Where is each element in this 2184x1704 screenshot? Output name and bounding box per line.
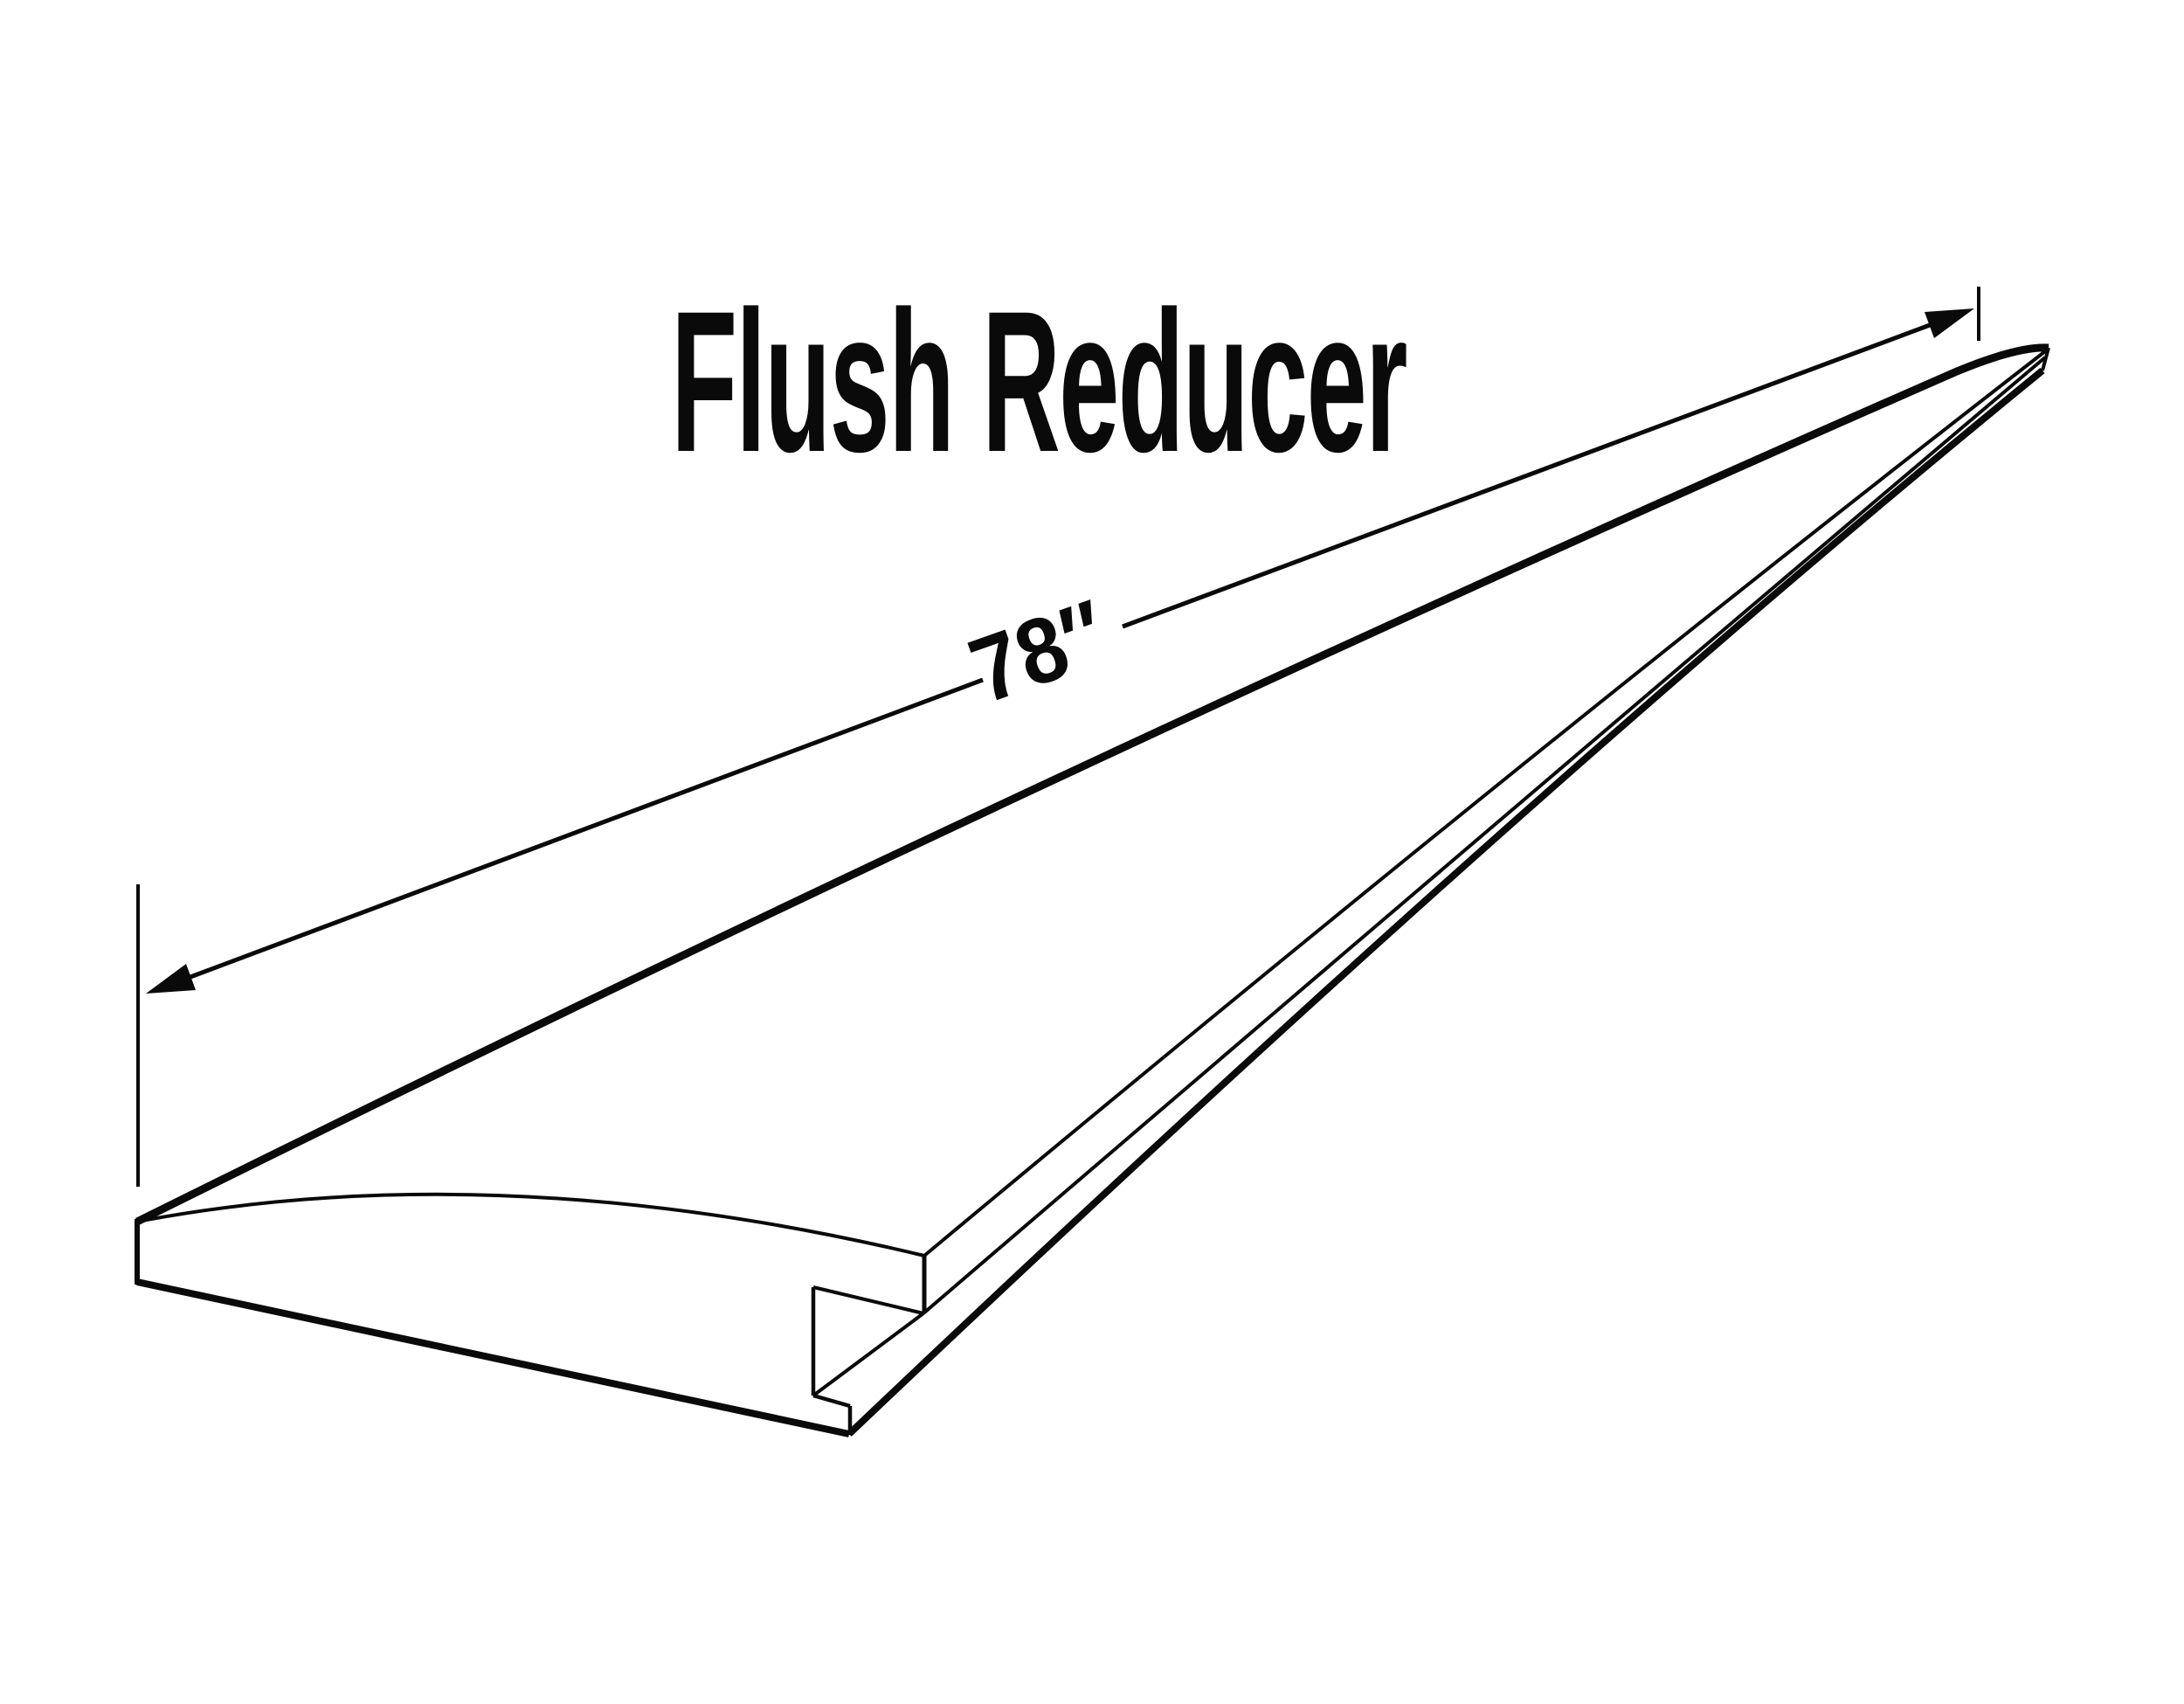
lip-inner-edge bbox=[812, 1312, 925, 1397]
diagram-title: Flush Reducer bbox=[671, 270, 1406, 494]
dimension-line-left bbox=[190, 677, 984, 980]
dimension-arrow-left-icon bbox=[146, 964, 196, 994]
dimension-arrow-right-icon bbox=[1925, 308, 1974, 338]
dimension-label: 78″ bbox=[957, 580, 1120, 724]
board-top-left-edge bbox=[135, 343, 2049, 1226]
lip-top-edge bbox=[922, 356, 2047, 1315]
groove-ceiling-edge bbox=[812, 1285, 924, 1315]
board-tip-end-face bbox=[2041, 347, 2050, 371]
board-end-curve bbox=[136, 1192, 925, 1257]
board-top-right-edge bbox=[923, 347, 2050, 1257]
board-front-bottom-edge bbox=[136, 1278, 850, 1437]
lip-near-bottom-edge bbox=[812, 1393, 851, 1409]
lip-bottom-edge bbox=[847, 367, 2045, 1437]
dimension-line-right bbox=[1122, 322, 1931, 629]
